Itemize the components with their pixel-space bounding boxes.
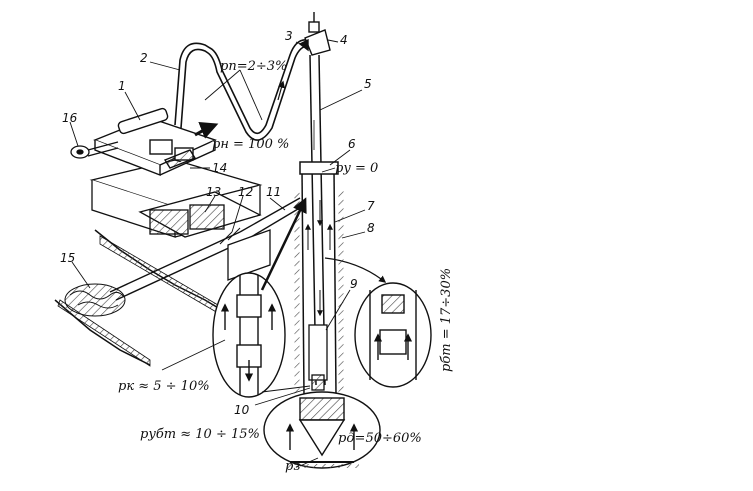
label-1: 1 (118, 79, 126, 93)
detail-joint (212, 272, 286, 398)
label-4: 4 (340, 33, 348, 47)
label-14: 14 (212, 161, 227, 175)
formula-wellhead: pу = 0 (335, 161, 378, 176)
label-13: 13 (206, 185, 221, 199)
flow-arrows (305, 200, 333, 317)
wellbore (294, 161, 344, 396)
label-7: 7 (367, 199, 375, 213)
discharge-arrow (194, 121, 219, 139)
swivel (298, 12, 331, 56)
label-leaders (69, 39, 366, 467)
label-5: 5 (364, 77, 372, 91)
label-15: 15 (60, 251, 75, 265)
hose-flow-arrow (277, 80, 285, 101)
detail-bit (263, 391, 381, 469)
label-6: 6 (348, 137, 356, 151)
formula-bit: pд=50÷60% (338, 431, 422, 446)
motor (70, 141, 119, 159)
label-16: 16 (62, 111, 78, 125)
leader-joint (260, 197, 307, 291)
leader-bit (261, 385, 311, 393)
formula-drill-pipe: pбт = 17÷30% (439, 268, 454, 372)
label-3: 3 (285, 29, 293, 43)
label-12: 12 (238, 185, 253, 199)
drill-collar (308, 324, 328, 391)
formula-hose: pп=2÷3% (220, 59, 287, 74)
mud-pump (93, 107, 217, 177)
formula-tool-joint: pк ≈ 5 ÷ 10% (118, 379, 210, 394)
label-9: 9 (350, 277, 358, 291)
detail-pipe (354, 282, 432, 388)
label-10: 10 (234, 403, 250, 417)
label-8: 8 (367, 221, 375, 235)
leader-pipe (324, 257, 387, 283)
label-2: 2 (140, 51, 148, 65)
delivery-hose (174, 38, 309, 141)
label-11: 11 (266, 185, 281, 199)
settling-tanks (89, 159, 271, 281)
formula-drill-collar: pубт ≈ 10 ÷ 15% (140, 427, 260, 442)
formula-pump: pн = 100 % (212, 137, 289, 152)
formula-bottom: pз (285, 459, 300, 474)
